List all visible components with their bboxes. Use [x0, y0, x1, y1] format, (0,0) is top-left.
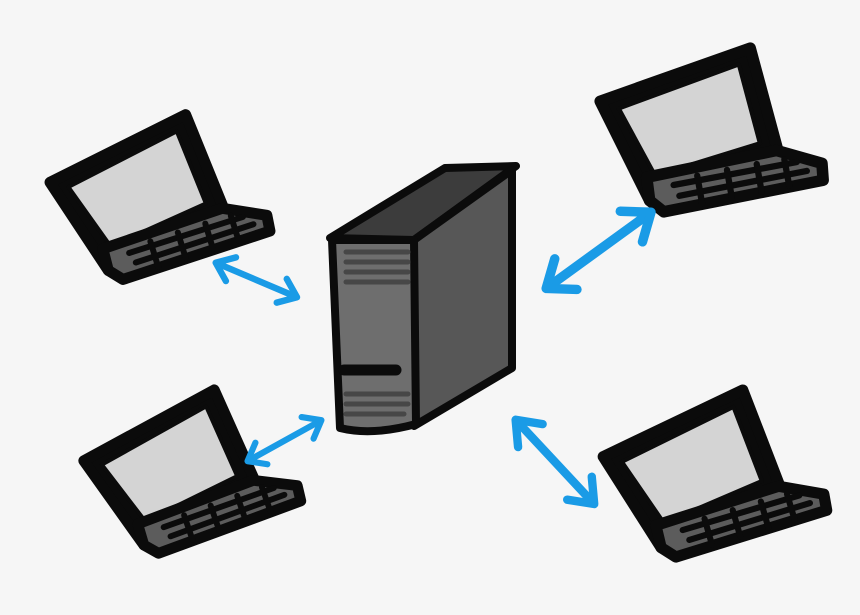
server-vent-stripes	[343, 249, 411, 417]
arrow-bottom-left	[242, 409, 328, 472]
arrow-bottom-right	[503, 408, 606, 515]
server-front-face	[328, 236, 420, 436]
arrow-top-left	[211, 251, 302, 309]
laptop-top-right-icon	[595, 40, 830, 220]
laptop-bottom-left-icon	[78, 382, 305, 560]
arrow-top-right	[535, 197, 662, 304]
server-tower-icon	[326, 162, 520, 436]
laptop-bottom-right-icon	[600, 386, 829, 561]
